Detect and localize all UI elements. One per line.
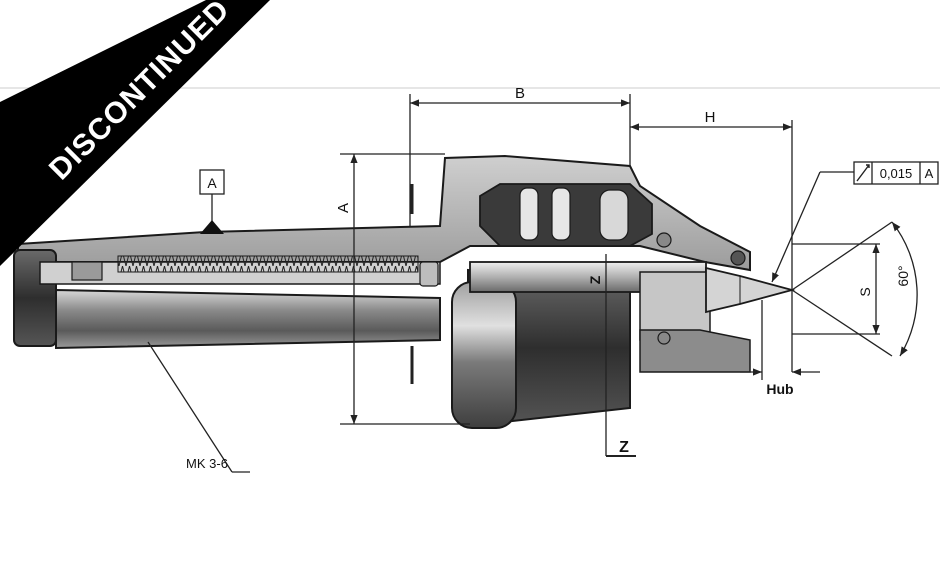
dim-label-s: S — [857, 287, 873, 296]
taper-shank — [55, 288, 441, 350]
bearing-drum — [451, 268, 631, 429]
dimensions — [147, 94, 918, 473]
dim-label-hub: Hub — [766, 381, 793, 397]
datum-box — [199, 169, 225, 195]
dim-label-z-section: Z — [619, 439, 629, 456]
dim-label-h: H — [705, 109, 716, 126]
spindle — [469, 261, 796, 373]
runout-icon — [856, 164, 870, 182]
dim-label-taper: MK 3-6 — [186, 456, 228, 471]
tolerance-frame: 0,015 A — [853, 161, 939, 185]
tolerance-datum: A — [925, 166, 934, 181]
datum-label: A — [207, 175, 217, 191]
discontinued-banner — [0, 0, 270, 266]
upper-bearing-block — [479, 183, 746, 345]
datum-triangle — [200, 220, 224, 234]
dim-label-b: B — [515, 85, 525, 102]
dim-label-a: A — [335, 203, 352, 213]
dim-label-angle: 60° — [895, 265, 911, 286]
tolerance-value: 0,015 — [880, 166, 913, 181]
dim-label-z-inner: Z — [587, 275, 603, 284]
